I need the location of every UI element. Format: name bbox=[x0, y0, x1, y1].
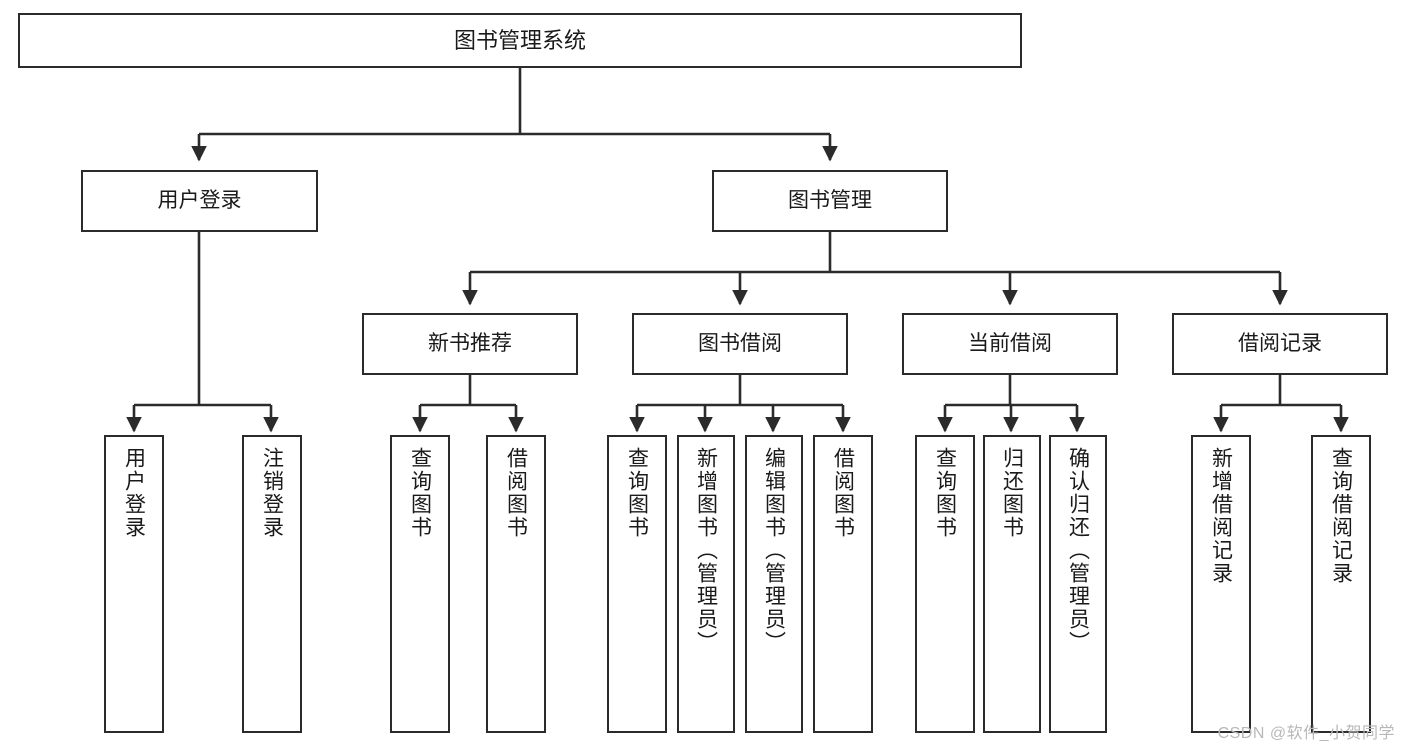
node-label: 借阅图书 bbox=[504, 447, 528, 539]
node-new-book-recommend[interactable]: 新书推荐 bbox=[362, 313, 578, 375]
node-current-borrow[interactable]: 当前借阅 bbox=[902, 313, 1118, 375]
node-label: 借阅记录 bbox=[1238, 331, 1322, 355]
node-book-borrow[interactable]: 图书借阅 bbox=[632, 313, 848, 375]
node-leaf-borrow-book-recommend[interactable]: 借阅图书 bbox=[486, 435, 546, 733]
node-label: 查询图书 bbox=[408, 447, 432, 539]
node-label: 新增借阅记录 bbox=[1209, 447, 1233, 585]
node-leaf-borrow-book[interactable]: 借阅图书 bbox=[813, 435, 873, 733]
node-borrow-record[interactable]: 借阅记录 bbox=[1172, 313, 1388, 375]
node-label: 当前借阅 bbox=[968, 331, 1052, 355]
watermark: CSDN @软件_小贺同学 bbox=[1217, 725, 1395, 742]
node-leaf-query-book-borrow[interactable]: 查询图书 bbox=[607, 435, 667, 733]
node-leaf-query-book-recommend[interactable]: 查询图书 bbox=[390, 435, 450, 733]
node-user-login[interactable]: 用户登录 bbox=[81, 170, 318, 232]
node-book-management[interactable]: 图书管理 bbox=[712, 170, 948, 232]
node-leaf-query-borrow-record[interactable]: 查询借阅记录 bbox=[1311, 435, 1371, 733]
node-leaf-add-borrow-record[interactable]: 新增借阅记录 bbox=[1191, 435, 1251, 733]
node-label: 查询图书 bbox=[625, 447, 649, 539]
node-leaf-query-book-current[interactable]: 查询图书 bbox=[915, 435, 975, 733]
node-label: 图书管理系统 bbox=[453, 27, 586, 53]
node-label: 图书管理 bbox=[788, 188, 872, 212]
node-label: 新增图书（管理员） bbox=[694, 447, 718, 654]
node-label: 确认归还（管理员） bbox=[1066, 447, 1090, 654]
node-label: 注销登录 bbox=[260, 447, 284, 539]
node-leaf-edit-book-admin[interactable]: 编辑图书（管理员） bbox=[745, 435, 803, 733]
node-label: 查询图书 bbox=[933, 447, 957, 539]
node-label: 编辑图书（管理员） bbox=[762, 447, 786, 654]
node-leaf-user-login[interactable]: 用户登录 bbox=[104, 435, 164, 733]
node-leaf-return-book[interactable]: 归还图书 bbox=[983, 435, 1041, 733]
node-label: 图书借阅 bbox=[698, 331, 782, 355]
node-root-system[interactable]: 图书管理系统 bbox=[18, 13, 1022, 68]
node-label: 借阅图书 bbox=[831, 447, 855, 539]
node-label: 查询借阅记录 bbox=[1329, 447, 1353, 585]
node-leaf-logout[interactable]: 注销登录 bbox=[242, 435, 302, 733]
node-leaf-confirm-return-admin[interactable]: 确认归还（管理员） bbox=[1049, 435, 1107, 733]
node-label: 新书推荐 bbox=[428, 331, 512, 355]
node-label: 用户登录 bbox=[157, 188, 242, 212]
node-label: 归还图书 bbox=[1000, 447, 1024, 539]
node-leaf-add-book-admin[interactable]: 新增图书（管理员） bbox=[677, 435, 735, 733]
node-label: 用户登录 bbox=[122, 447, 146, 539]
